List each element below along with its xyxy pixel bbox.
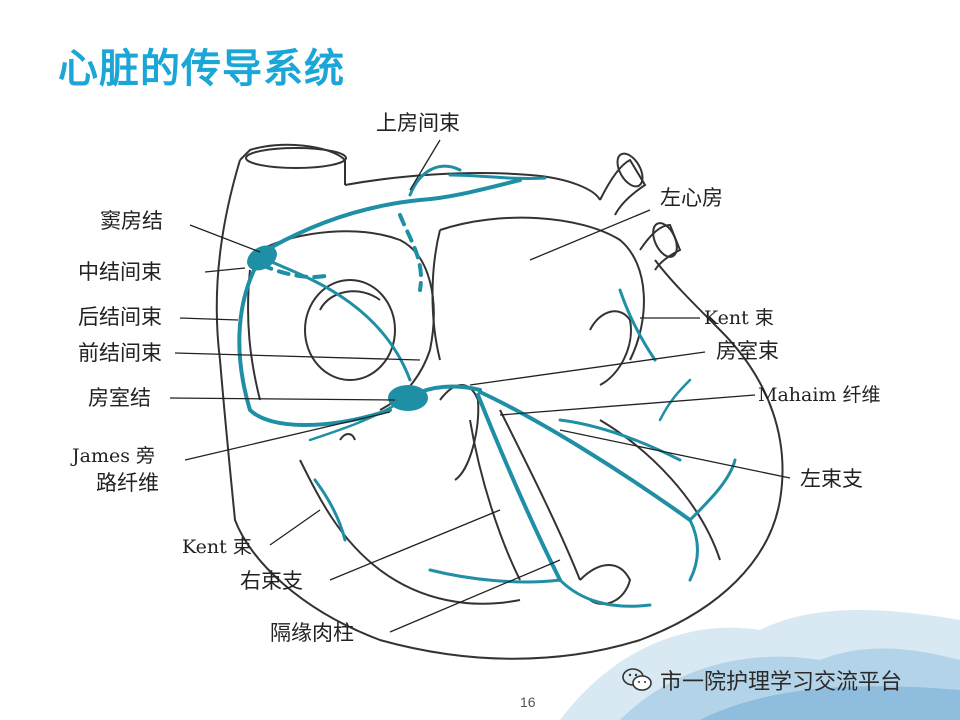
label-kent-right: Kent 束 — [704, 307, 774, 329]
label-mahaim: Mahaim 纤维 — [758, 384, 880, 406]
label-left-bundle: 左束支 — [800, 467, 863, 491]
label-left-atrium: 左心房 — [660, 186, 723, 210]
heart-outline — [215, 143, 784, 660]
label-top-internodal: 上房间束 — [376, 111, 460, 135]
label-av-node: 房室结 — [88, 386, 151, 410]
label-middle-internodal: 中结间束 — [78, 260, 162, 284]
watermark: 市一院护理学习交流平台 — [622, 664, 902, 696]
label-right-bundle: 右束支 — [240, 569, 303, 593]
label-james-line2: 路纤维 — [96, 471, 159, 495]
wechat-icon — [622, 668, 652, 691]
label-sa-node: 窦房结 — [100, 209, 163, 233]
watermark-text: 市一院护理学习交流平台 — [660, 670, 903, 695]
mountain-decoration — [560, 610, 960, 720]
av-node-mark — [388, 385, 428, 411]
leader-lines — [169, 139, 791, 633]
label-septomarginal: 隔缘肉柱 — [270, 621, 354, 645]
label-kent-left: Kent 束 — [182, 536, 252, 558]
conduction-system — [237, 164, 737, 608]
label-james-line1: James 旁 — [70, 445, 155, 467]
label-posterior-internodal: 后结间束 — [78, 305, 162, 329]
label-anterior-internodal: 前结间束 — [78, 341, 162, 365]
page-number: 16 — [520, 694, 536, 710]
label-his-bundle: 房室束 — [716, 339, 779, 363]
slide-title: 心脏的传导系统 — [58, 46, 345, 92]
labels: 上房间束 左心房 窦房结 中结间束 后结间束 前结间束 房室结 James 旁 … — [70, 111, 880, 645]
